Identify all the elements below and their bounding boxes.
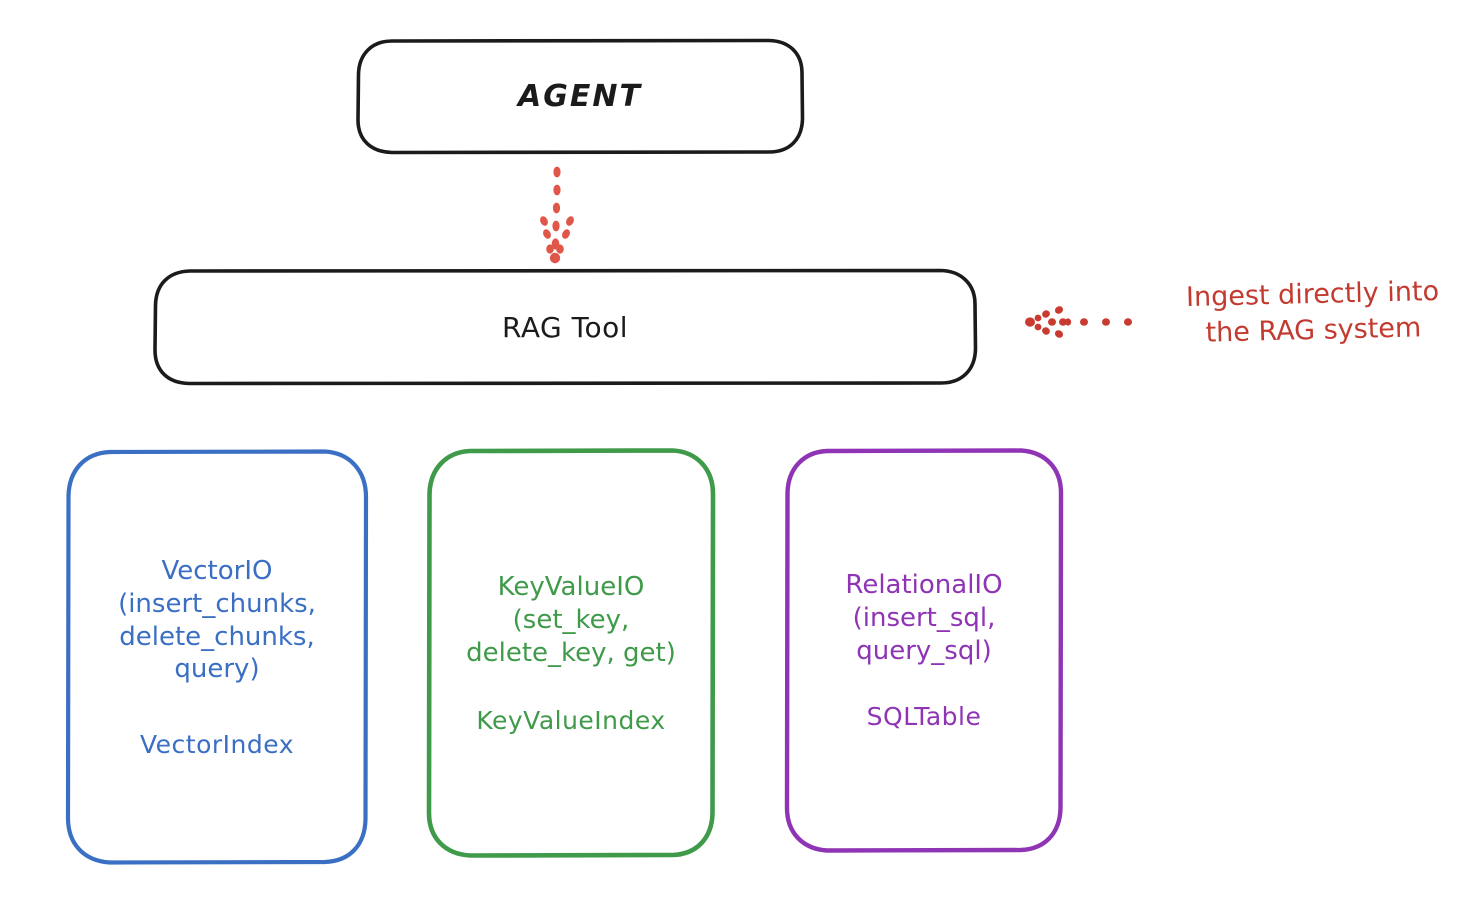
key-value-io-node[interactable]: KeyValueIO (set_key, delete_key, get) Ke… — [429, 450, 713, 856]
agent-box-outline — [356, 38, 805, 155]
relational-io-content: RelationalIO (insert_sql, query_sql) SQL… — [835, 569, 1012, 730]
agent-node[interactable]: AGENT — [358, 40, 802, 153]
rag-tool-node[interactable]: RAG Tool — [155, 270, 975, 384]
rag-tool-label: RAG Tool — [502, 310, 628, 344]
ingest-annotation-label: Ingest directly into the RAG system — [1185, 275, 1440, 349]
relational-io-index-label: SQLTable — [866, 701, 982, 731]
key-value-io-box-outline — [426, 448, 716, 858]
vector-io-box-outline — [65, 449, 369, 865]
vector-io-content: VectorIO (insert_chunks, delete_chunks, … — [108, 555, 326, 759]
relational-io-box-outline — [784, 448, 1064, 853]
vector-io-index-label: VectorIndex — [140, 730, 294, 759]
vector-io-api-label: VectorIO (insert_chunks, delete_chunks, … — [118, 556, 316, 685]
rag-tool-box-outline — [153, 268, 978, 386]
agent-label: AGENT — [518, 79, 642, 114]
key-value-io-content: KeyValueIO (set_key, delete_key, get) Ke… — [456, 571, 686, 734]
arrow-down-dotted-icon — [540, 166, 574, 264]
key-value-io-index-label: KeyValueIndex — [476, 705, 666, 735]
relational-io-api-label: RelationalIO (insert_sql, query_sql) — [845, 570, 1003, 666]
arrow-left-dotted-icon — [1025, 306, 1132, 338]
vector-io-node[interactable]: VectorIO (insert_chunks, delete_chunks, … — [68, 451, 366, 863]
relational-io-node[interactable]: RelationalIO (insert_sql, query_sql) SQL… — [787, 450, 1061, 850]
key-value-io-api-label: KeyValueIO (set_key, delete_key, get) — [466, 572, 676, 668]
